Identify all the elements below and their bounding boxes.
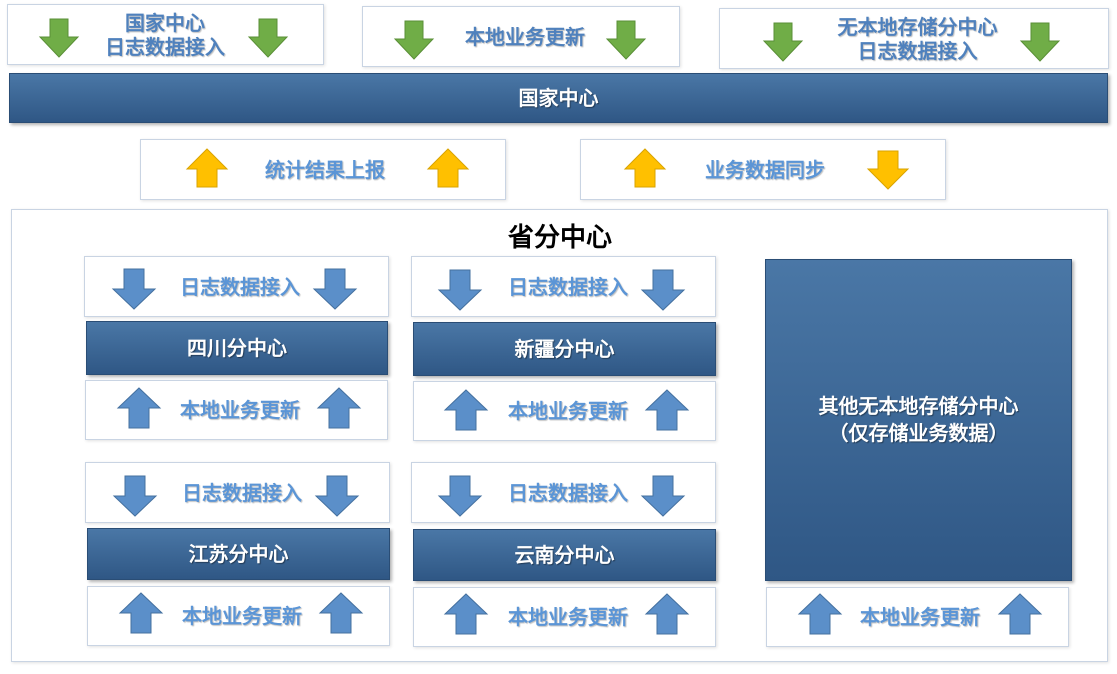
- arrow-up-icon: [623, 148, 667, 188]
- province-title: 省分中心: [507, 223, 612, 253]
- xinjiang-center-bar: 新疆分中心: [413, 322, 716, 376]
- arrow-up-icon: [116, 387, 162, 429]
- arrow-up-icon: [443, 593, 489, 635]
- arrow-down-icon: [640, 269, 686, 311]
- arrow-down-icon: [866, 150, 910, 190]
- xinjiang-update-label: 本地业务更新: [508, 399, 628, 423]
- jiangsu-center-bar: 江苏分中心: [87, 528, 390, 580]
- arrow-down-icon: [312, 268, 358, 310]
- arrow-up-icon: [426, 148, 470, 188]
- yunnan-log-label: 日志数据接入: [508, 480, 628, 505]
- data-sync-label: 业务数据同步: [705, 157, 825, 182]
- arrow-down-icon: [437, 475, 483, 517]
- sichuan-log-label: 日志数据接入: [180, 274, 300, 299]
- jiangsu-update-label: 本地业务更新: [182, 604, 302, 628]
- arrow-down-icon: [605, 20, 647, 60]
- arrow-down-icon: [437, 269, 483, 311]
- sichuan-update-label: 本地业务更新: [180, 398, 300, 422]
- arrow-down-icon: [762, 22, 804, 62]
- arrow-up-icon: [997, 593, 1043, 635]
- other-centers-bar: 其他无本地存储分中心 （仅存储业务数据）: [765, 259, 1072, 581]
- local-update-label: 本地业务更新: [465, 24, 585, 49]
- arrow-down-icon: [393, 20, 435, 60]
- arrow-up-icon: [185, 148, 229, 188]
- arrow-down-icon: [314, 475, 360, 517]
- sichuan-center-bar: 四川分中心: [86, 321, 388, 375]
- arrow-down-icon: [111, 268, 157, 310]
- arrow-down-icon: [112, 475, 158, 517]
- arrow-down-icon: [38, 18, 80, 58]
- other-update-label: 本地业务更新: [860, 605, 980, 629]
- yunnan-update-label: 本地业务更新: [508, 605, 628, 629]
- arrow-up-icon: [316, 387, 362, 429]
- arrow-up-icon: [797, 593, 843, 635]
- arrow-down-icon: [247, 18, 289, 58]
- arrow-down-icon: [640, 475, 686, 517]
- stats-report-label: 统计结果上报: [265, 157, 385, 182]
- arrow-up-icon: [644, 593, 690, 635]
- xinjiang-log-label: 日志数据接入: [508, 274, 628, 299]
- arrow-up-icon: [644, 389, 690, 431]
- arrow-up-icon: [318, 592, 364, 634]
- jiangsu-log-label: 日志数据接入: [182, 480, 302, 505]
- arrow-up-icon: [443, 389, 489, 431]
- arrow-up-icon: [118, 592, 164, 634]
- national-log-label: 国家中心 日志数据接入: [105, 10, 225, 59]
- no-local-log-label: 无本地存储分中心 日志数据接入: [837, 14, 998, 63]
- national-center-bar: 国家中心: [9, 73, 1108, 123]
- yunnan-center-bar: 云南分中心: [413, 529, 716, 581]
- arrow-down-icon: [1019, 22, 1061, 62]
